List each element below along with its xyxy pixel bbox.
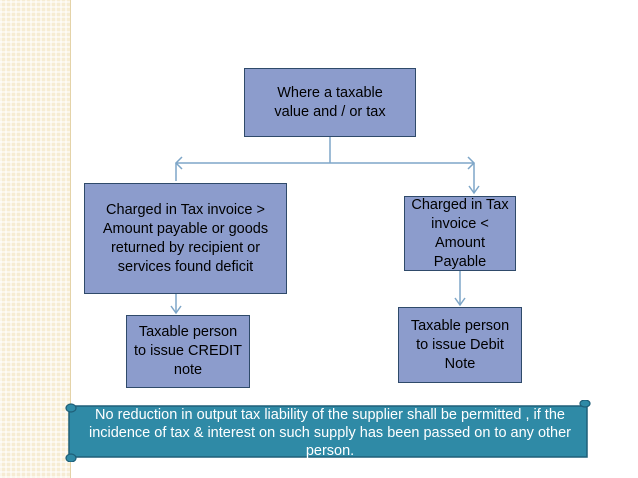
decorative-side-stripe: [0, 0, 70, 478]
scroll-curl-bottom-left: [65, 453, 77, 462]
arrowhead-credit: [170, 305, 182, 315]
root-condition-box: Where a taxable value and / or tax: [244, 68, 416, 137]
debit-note-text: Taxable person to issue Debit Note: [410, 317, 510, 372]
right-condition-box: Charged in Tax invoice < Amount Payable: [404, 196, 516, 271]
scroll-curl-top-right: [579, 400, 591, 408]
root-condition-text: Where a taxable value and / or tax: [274, 84, 386, 120]
credit-note-text: Taxable person to issue CREDIT note: [134, 324, 242, 378]
left-condition-text: Charged in Tax invoice > Amount payable …: [102, 201, 269, 275]
arrowhead-debit: [454, 297, 466, 307]
scroll-body: [68, 405, 588, 458]
note-text: No reduction in output tax liability of …: [88, 407, 572, 459]
debit-note-box: Taxable person to issue Debit Note: [398, 307, 522, 383]
note-scroll-banner: [65, 400, 591, 462]
right-condition-text: Charged in Tax invoice < Amount Payable: [411, 196, 509, 270]
credit-note-box: Taxable person to issue CREDIT note: [126, 315, 250, 388]
scroll-curl-top-left: [65, 403, 77, 413]
left-condition-box: Charged in Tax invoice > Amount payable …: [84, 183, 287, 294]
arrowhead-right-drop: [468, 185, 480, 195]
arrowhead-left-horizontal: [174, 156, 183, 170]
stripe-divider: [70, 0, 71, 478]
